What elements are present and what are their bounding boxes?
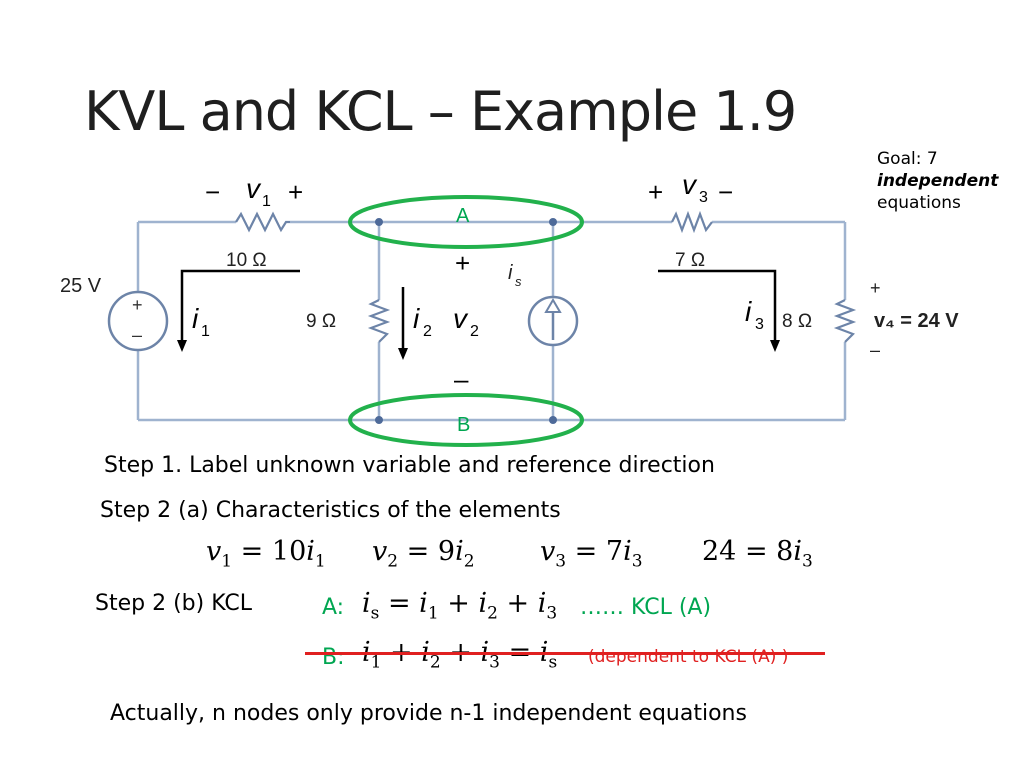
kcl-b-label: B: — [322, 645, 345, 670]
circuit-wires — [136, 220, 847, 422]
equation-v1: v1 = 10i1 — [206, 536, 326, 572]
v1-sub: 1 — [262, 193, 271, 210]
resistor-9-ohm — [367, 299, 391, 343]
resistor-8-ohm — [833, 299, 857, 343]
node-a-label: A — [456, 205, 470, 227]
node-dots — [375, 218, 557, 424]
i3-var: i — [745, 296, 752, 327]
v4-label: v₄ = 24 V — [874, 310, 959, 332]
kcl-b-note: (dependent to KCL (A) ) — [588, 647, 789, 667]
v2-var: v — [453, 303, 469, 334]
v3-sub: 3 — [699, 189, 708, 206]
voltage-source-icon: + – — [107, 290, 169, 352]
voltage-labels: − v 1 + + v 3 − + v 2 – i 1 i 2 i 3 — [192, 169, 764, 394]
resistor-7-ohm — [671, 210, 713, 234]
node-b-ellipse — [348, 393, 584, 447]
kcl-a-equation: is = i1 + i2 + i3 — [362, 588, 558, 624]
i3-sub: 3 — [755, 316, 764, 333]
r1-label: 10 Ω — [226, 250, 267, 271]
source-voltage-label: 25 V — [60, 275, 102, 297]
r4-label: 8 Ω — [782, 311, 812, 332]
resistor-10-ohm — [235, 211, 290, 233]
i1-var: i — [192, 303, 199, 334]
v2-minus: – — [454, 364, 469, 394]
goal-note: Goal: 7 independent equations — [877, 148, 998, 214]
kcl-a-note: …… KCL (A) — [580, 595, 712, 620]
svg-text:i: i — [508, 262, 513, 284]
step-2a: Step 2 (a) Characteristics of the elemen… — [100, 498, 561, 523]
i2-var: i — [413, 303, 420, 334]
equation-v2: v2 = 9i2 — [372, 536, 475, 572]
svg-text:+: + — [132, 295, 143, 315]
goal-line-3: equations — [877, 193, 961, 213]
v4-minus: – — [870, 340, 880, 360]
slide-title: KVL and KCL – Example 1.9 — [84, 80, 797, 143]
v4-plus: + — [870, 278, 881, 298]
r2-label: 9 Ω — [306, 311, 336, 332]
step-2b: Step 2 (b) KCL — [95, 591, 253, 616]
conclusion: Actually, n nodes only provide n-1 indep… — [110, 701, 747, 726]
node-b-label: B — [457, 414, 470, 436]
current-source-icon — [527, 295, 579, 347]
svg-text:s: s — [515, 274, 522, 289]
kcl-a-label: A: — [322, 595, 345, 620]
resistors — [235, 210, 857, 343]
r3-label: 7 Ω — [675, 250, 705, 271]
current-arrows — [180, 269, 777, 352]
i1-sub: 1 — [201, 323, 210, 340]
step-1: Step 1. Label unknown variable and refer… — [104, 453, 715, 478]
i1-arrow — [180, 269, 300, 346]
equation-v4: 24 = 8i3 — [702, 536, 813, 572]
i2-sub: 2 — [423, 323, 432, 340]
equation-v3: v3 = 7i3 — [540, 536, 643, 572]
v1-minus: − — [205, 177, 220, 207]
v3-plus: + — [648, 177, 663, 207]
v2-plus: + — [455, 248, 470, 278]
v2-sub: 2 — [470, 323, 479, 340]
arrow-heads — [177, 340, 780, 360]
svg-text:–: – — [132, 325, 142, 345]
circuit-diagram: + – 25 V 10 Ω 9 Ω 7 Ω 8 Ω v₄ = 24 V + – … — [60, 169, 959, 447]
v1-var: v — [246, 173, 262, 204]
i3-arrow — [658, 269, 777, 346]
v1-plus: + — [288, 177, 303, 207]
v3-var: v — [682, 169, 698, 200]
v3-minus: − — [718, 177, 733, 207]
is-label: i s — [508, 262, 522, 289]
goal-line-1: Goal: 7 — [877, 149, 938, 169]
goal-line-2: independent — [877, 171, 999, 191]
node-a-ellipse — [348, 195, 584, 249]
strike-line — [305, 652, 825, 655]
